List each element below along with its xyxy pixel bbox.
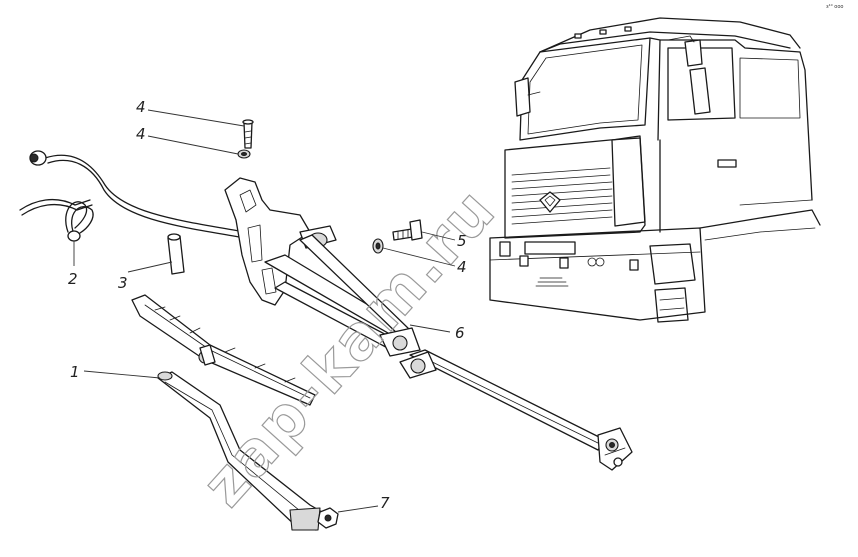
callout-6: 6: [455, 324, 465, 342]
upper-bolt: [242, 119, 254, 149]
callout-1: 1: [70, 363, 80, 381]
nut: [317, 507, 339, 529]
callout-3: 3: [118, 274, 128, 292]
right-washer: [372, 238, 384, 254]
callout-5-right: 5: [457, 232, 467, 250]
washer-hose: [29, 150, 246, 239]
wiper-motor-linkage: [224, 177, 633, 471]
wiper-blade: [131, 294, 316, 406]
hose-sleeve: [167, 233, 185, 275]
corner-code: з¹⁰ ооо: [826, 4, 843, 10]
callout-5-upper: 4: [136, 98, 146, 116]
upper-washer: [237, 149, 251, 159]
right-bolt: [392, 219, 423, 241]
callout-7: 7: [380, 494, 390, 512]
callouts: 4 4 2 3 5 4 6 1 7: [68, 98, 467, 513]
callout-4-upper: 4: [136, 125, 146, 143]
callout-4-right: 4: [457, 258, 467, 276]
callout-2: 2: [68, 270, 78, 288]
hose-clamp: [19, 198, 94, 242]
truck-cab: [489, 17, 821, 323]
